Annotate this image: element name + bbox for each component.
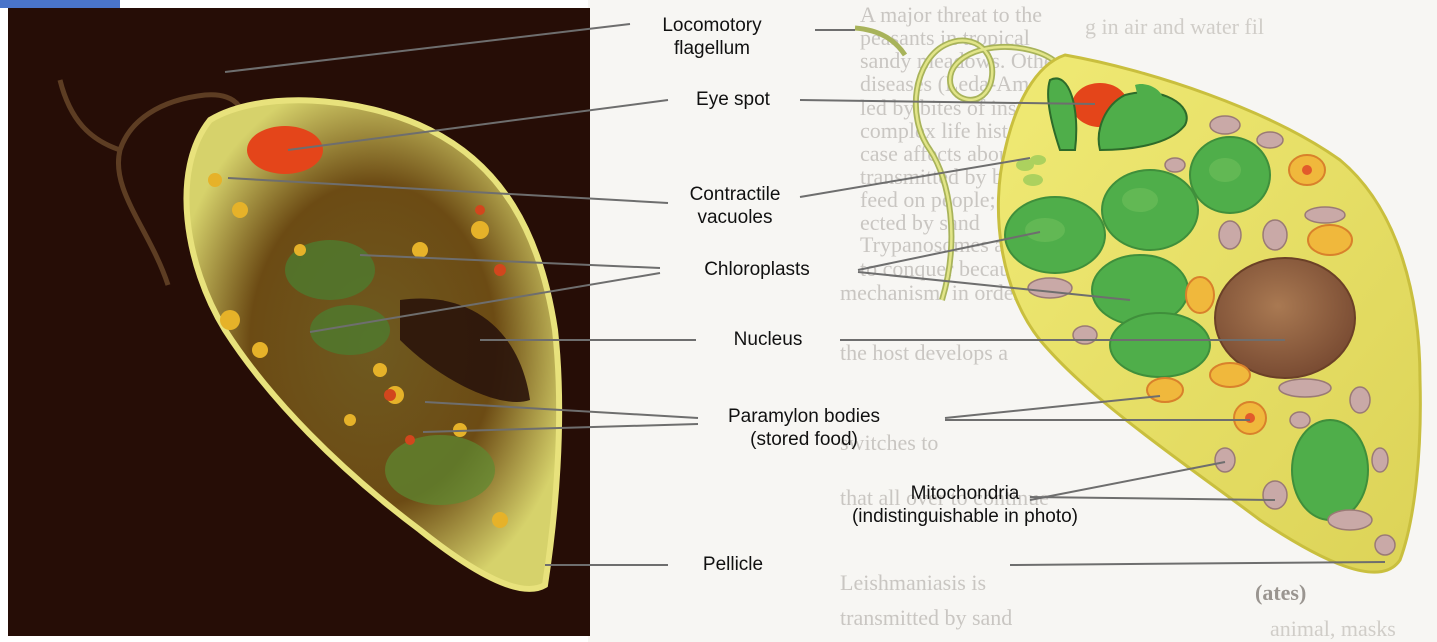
right-text-line: (ates): [1255, 580, 1306, 605]
label-line: Chloroplasts: [704, 258, 810, 281]
label-line: Paramylon bodies: [728, 405, 880, 428]
label-mitochondria: Mitochondria (indistinguishable in photo…: [852, 482, 1078, 528]
label-line: Mitochondria: [852, 482, 1078, 505]
background-text-line: transmitted by sand: [840, 605, 1012, 630]
background-text-line: the host develops a: [840, 340, 1008, 365]
background-text-line: Leishmaniasis is: [840, 570, 986, 595]
illustrated-nucleus: [1215, 258, 1355, 378]
label-pellicle: Pellicle: [703, 553, 763, 576]
right-text-line: animal, masks: [1270, 616, 1396, 641]
label-locomotory-flagellum: Locomotory flagellum: [662, 14, 761, 60]
label-line: (stored food): [728, 428, 880, 451]
label-contractile-vacuoles: Contractile vacuoles: [690, 183, 781, 229]
label-line: flagellum: [662, 37, 761, 60]
background-text-line: A major threat to the: [860, 2, 1042, 27]
label-line: Pellicle: [703, 553, 763, 576]
label-line: Nucleus: [734, 328, 803, 351]
label-line: Locomotory: [662, 14, 761, 37]
label-nucleus: Nucleus: [734, 328, 803, 351]
label-eye-spot: Eye spot: [696, 88, 770, 111]
label-line: (indistinguishable in photo): [852, 505, 1078, 528]
label-paramylon-bodies: Paramylon bodies (stored food): [728, 405, 880, 451]
label-line: vacuoles: [690, 206, 781, 229]
label-chloroplasts: Chloroplasts: [704, 258, 810, 281]
label-line: Eye spot: [696, 88, 770, 111]
right-text-line: g in air and water fil: [1085, 14, 1264, 39]
label-line: Contractile: [690, 183, 781, 206]
